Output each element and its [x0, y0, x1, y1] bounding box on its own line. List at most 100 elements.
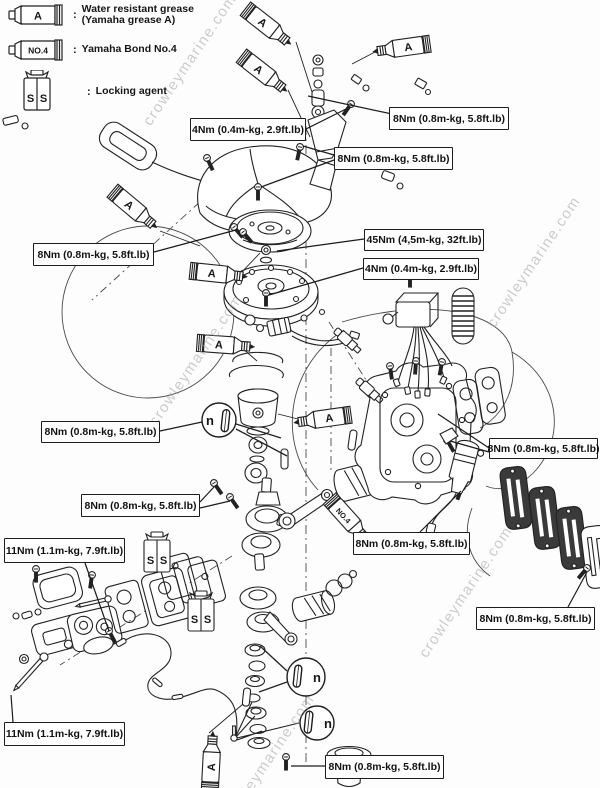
magneto-base	[244, 308, 360, 347]
thrust-washers	[230, 643, 271, 750]
legend-grease-label: Water resistant grease (Yamaha grease A)	[81, 2, 194, 26]
grease-tube: A	[239, 1, 292, 46]
leader-line	[199, 500, 231, 509]
sealant-tube: NO.4	[322, 492, 370, 542]
leader-line	[84, 562, 110, 632]
pin-marker: n	[313, 670, 321, 685]
tube-symbol: A	[207, 268, 216, 281]
intake-silencer-cover	[32, 566, 84, 610]
torque-callout: 8Nm (0.8m-kg, 5.8ft.lb)	[353, 532, 470, 555]
flywheel-nut	[259, 244, 273, 264]
detail-links	[159, 41, 376, 741]
legend-bond-label: Yamaha Bond No.4	[81, 43, 177, 56]
dowel-pin-detail: n	[286, 657, 326, 697]
torque-callout: 8Nm (0.8m-kg, 5.8ft.lb)	[487, 438, 600, 459]
bottle-symbol: S	[191, 614, 198, 626]
flywheel	[223, 264, 319, 327]
start-lock-parts	[307, 54, 432, 191]
locking-symbol: S	[40, 93, 47, 105]
dowel-pin-detail: n	[201, 402, 237, 438]
grease-tube: A	[188, 261, 248, 284]
tube-symbol: A	[214, 339, 223, 352]
wire-harness	[397, 326, 453, 393]
torque-callout: 8Nm (0.8m-kg, 5.8ft.lb)	[325, 755, 444, 779]
legend-colon: :	[87, 86, 91, 98]
torque-callout: 8Nm (0.8m-kg, 5.8ft.lb)	[81, 494, 200, 517]
legend-colon: :	[73, 44, 77, 56]
grease-tube: A	[200, 730, 222, 788]
grease-tube: A	[372, 34, 432, 59]
throttle-cable	[115, 633, 238, 738]
cdi-unit	[382, 270, 453, 399]
grease-tube: A	[195, 333, 256, 355]
ignition-coil	[425, 427, 485, 535]
leader-line	[153, 229, 237, 253]
piston-upper	[237, 388, 279, 428]
grease-tube: A	[106, 183, 158, 230]
grease-tube: A	[293, 405, 353, 430]
leader-line	[159, 421, 203, 432]
torque-callout: 8Nm (0.8m-kg, 5.8ft.lb)	[476, 607, 595, 630]
legend-item-grease: A : Water resistant grease (Yamaha greas…	[8, 2, 194, 28]
bottle-symbol: S	[147, 555, 154, 567]
leader-line	[419, 490, 462, 533]
leader-line	[437, 413, 490, 449]
piston-rings-upper	[228, 351, 284, 379]
legend-colon: :	[73, 9, 77, 21]
starter-pulley	[228, 209, 312, 253]
legend-item-bond: NO.4 : Yamaha Bond No.4	[8, 37, 194, 63]
leader-line	[276, 238, 365, 252]
leader-lines	[10, 95, 588, 767]
bond-tube-icon: NO.4	[8, 39, 63, 61]
torque-callout: 4Nm (0.4m-kg, 2.9ft.lb)	[363, 258, 479, 280]
torque-callout: 11Nm (1.1m-kg, 7.9ft.lb)	[4, 538, 125, 563]
leader-line	[199, 486, 215, 503]
leader-line	[268, 267, 364, 296]
torque-callout: 8Nm (0.8m-kg, 5.8ft.lb)	[33, 243, 154, 266]
tube-symbol: A	[404, 41, 414, 54]
bond-symbol: NO.4	[28, 46, 48, 56]
grease-symbol: A	[34, 11, 42, 23]
bottle-symbol: S	[204, 614, 211, 626]
leader-line	[260, 159, 335, 188]
tube-symbol: A	[206, 763, 218, 772]
pin-marker: n	[206, 413, 214, 428]
torque-callout: 11Nm (1.1m-kg, 7.9ft.lb)	[4, 722, 125, 746]
leader-line	[10, 694, 14, 723]
legend-locking-label: Locking agent	[95, 85, 167, 98]
pin-marker: n	[324, 716, 332, 731]
coil-spring	[451, 287, 475, 345]
crank-web-lower	[239, 569, 358, 646]
legend-item-locking: S S : Locking agent	[8, 70, 194, 114]
locking-agent-icon: S S	[23, 70, 51, 111]
legend: A : Water resistant grease (Yamaha greas…	[8, 2, 194, 114]
torque-callout: 8Nm (0.8m-kg, 5.8ft.lb)	[334, 147, 453, 170]
carburetor	[63, 605, 123, 655]
grease-tube: A	[235, 48, 288, 93]
dowel-pin-details: n n n	[201, 402, 335, 741]
tube-symbol: A	[325, 412, 335, 425]
carb-gasket	[104, 579, 149, 634]
dowel-pin-detail: n	[299, 705, 335, 741]
reed-valve-plates	[499, 466, 600, 589]
torque-callout: 45Nm (4,5m-kg, 32ft.lb)	[364, 229, 484, 251]
torque-callout: 8Nm (0.8m-kg, 5.8ft.lb)	[41, 421, 160, 443]
leader-line	[567, 571, 588, 608]
grease-tube-icon: A	[8, 4, 63, 26]
leader-line	[302, 145, 335, 156]
leader-line	[449, 440, 490, 453]
leader-line	[307, 95, 393, 115]
mounting-bolts	[12, 221, 290, 771]
crankcase-gaskets	[452, 366, 506, 435]
locking-symbol: S	[27, 93, 34, 105]
spark-plug	[333, 327, 384, 404]
torque-callout: 4Nm (0.4m-kg, 2.9ft.lb)	[190, 118, 306, 141]
leader-line	[305, 107, 349, 130]
